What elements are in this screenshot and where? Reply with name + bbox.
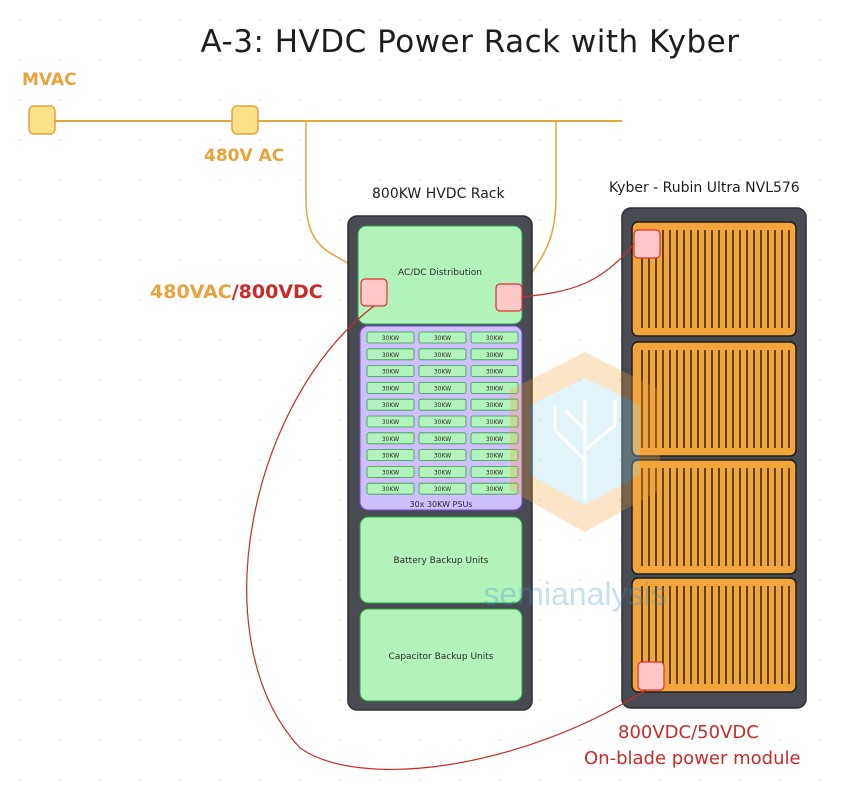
psu-unit-label: 30KW	[434, 486, 451, 493]
rack-converter-left	[360, 278, 388, 307]
psu-unit	[418, 432, 467, 445]
psu-unit-label: 30KW	[486, 369, 503, 376]
psu-unit	[470, 415, 519, 428]
psu-unit	[418, 398, 467, 411]
psu-unit	[418, 449, 467, 462]
psu-unit-label: 30KW	[382, 419, 399, 426]
blade-module-label: On-blade power module	[584, 748, 801, 769]
compute-blade	[631, 221, 797, 337]
psu-unit-label: 30KW	[434, 352, 451, 359]
psu-unit-label: 30KW	[382, 402, 399, 409]
compute-blade	[631, 459, 797, 575]
battery-backup-section	[359, 516, 523, 604]
psu-unit	[470, 381, 519, 394]
psu-unit	[470, 348, 519, 361]
mvac-node	[28, 105, 56, 135]
psu-unit-label: 30KW	[486, 436, 503, 443]
blade-conversion-label: 800VDC/50VDC	[618, 722, 759, 743]
compute-blade	[631, 577, 797, 693]
dc-link-bottom	[246, 305, 647, 771]
psu-grid: 30KW 30KW 30KW 30KW 30KW 30KW 30KW 30KW 30KW 30KW…	[366, 331, 519, 495]
psu-unit-label: 30KW	[486, 385, 503, 392]
psu-unit	[418, 348, 467, 361]
dc-link-top	[521, 243, 635, 298]
psu-unit-label: 30KW	[434, 469, 451, 476]
psu-unit-label: 30KW	[486, 469, 503, 476]
watermark-logo: semianalysis	[483, 352, 667, 612]
psu-unit-label: 30KW	[434, 436, 451, 443]
psu-unit-label: 30KW	[382, 335, 399, 342]
psu-unit-label: 30KW	[486, 352, 503, 359]
psu-unit-label: 30KW	[486, 486, 503, 493]
psu-unit	[366, 449, 415, 462]
rack-conversion-label: 480VAC/800VDC	[150, 281, 323, 303]
transformer-node	[231, 105, 259, 135]
psu-unit	[366, 465, 415, 478]
rack-converter-right	[495, 283, 523, 312]
psu-unit	[366, 482, 415, 495]
psu-unit	[418, 365, 467, 378]
rack-conversion-dc-part: /800VDC	[231, 281, 323, 303]
psu-unit-label: 30KW	[434, 402, 451, 409]
psu-unit-label: 30KW	[434, 369, 451, 376]
psu-unit	[366, 381, 415, 394]
psu-unit-label: 30KW	[382, 385, 399, 392]
psu-unit	[418, 331, 467, 344]
psu-unit	[470, 365, 519, 378]
mvac-label: MVAC	[22, 70, 77, 90]
psu-unit	[418, 482, 467, 495]
psu-unit-label: 30KW	[434, 385, 451, 392]
psu-unit	[366, 365, 415, 378]
psu-unit	[418, 465, 467, 478]
battery-backup-label: Battery Backup Units	[393, 556, 488, 566]
psu-unit	[470, 432, 519, 445]
psu-unit	[366, 348, 415, 361]
acdc-distribution-label: AC/DC Distribution	[398, 268, 482, 278]
psu-unit	[366, 415, 415, 428]
psu-unit-label: 30KW	[486, 419, 503, 426]
psu-unit-label: 30KW	[382, 369, 399, 376]
kyber-power-module-bottom	[637, 661, 665, 691]
psu-unit	[470, 331, 519, 344]
psu-unit	[470, 465, 519, 478]
psu-unit	[366, 331, 415, 344]
psu-unit-label: 30KW	[434, 335, 451, 342]
psu-unit-label: 30KW	[382, 453, 399, 460]
psu-unit	[470, 482, 519, 495]
psu-unit	[418, 415, 467, 428]
watermark-text: semianalysis	[483, 576, 666, 612]
kyber-title: Kyber - Rubin Ultra NVL576	[609, 180, 800, 196]
psu-unit-label: 30KW	[382, 486, 399, 493]
diagram-title: A-3: HVDC Power Rack with Kyber	[200, 24, 740, 60]
kyber-power-module-top	[633, 229, 661, 259]
psu-unit-label: 30KW	[486, 453, 503, 460]
psu-unit	[470, 449, 519, 462]
psu-unit-label: 30KW	[382, 469, 399, 476]
psu-unit-label: 30KW	[434, 419, 451, 426]
psu-unit	[366, 398, 415, 411]
rack-title: 800KW HVDC Rack	[372, 186, 505, 202]
capacitor-backup-section	[359, 608, 523, 702]
psu-unit-label: 30KW	[486, 335, 503, 342]
psu-unit-label: 30KW	[382, 436, 399, 443]
psu-unit-label: 30KW	[434, 453, 451, 460]
psu-unit	[366, 432, 415, 445]
psu-unit-label: 30KW	[382, 352, 399, 359]
psu-unit	[418, 381, 467, 394]
acdc-distribution-section	[357, 225, 523, 325]
psu-unit	[470, 398, 519, 411]
rack-conversion-ac-part: 480VAC	[150, 281, 232, 303]
kyber-blades	[631, 221, 797, 693]
compute-blade	[631, 341, 797, 457]
psu-caption: 30x 30KW PSUs	[410, 500, 473, 509]
capacitor-backup-label: Capacitor Backup Units	[389, 652, 494, 662]
psu-unit-label: 30KW	[486, 402, 503, 409]
480v-ac-label: 480V AC	[204, 146, 285, 166]
